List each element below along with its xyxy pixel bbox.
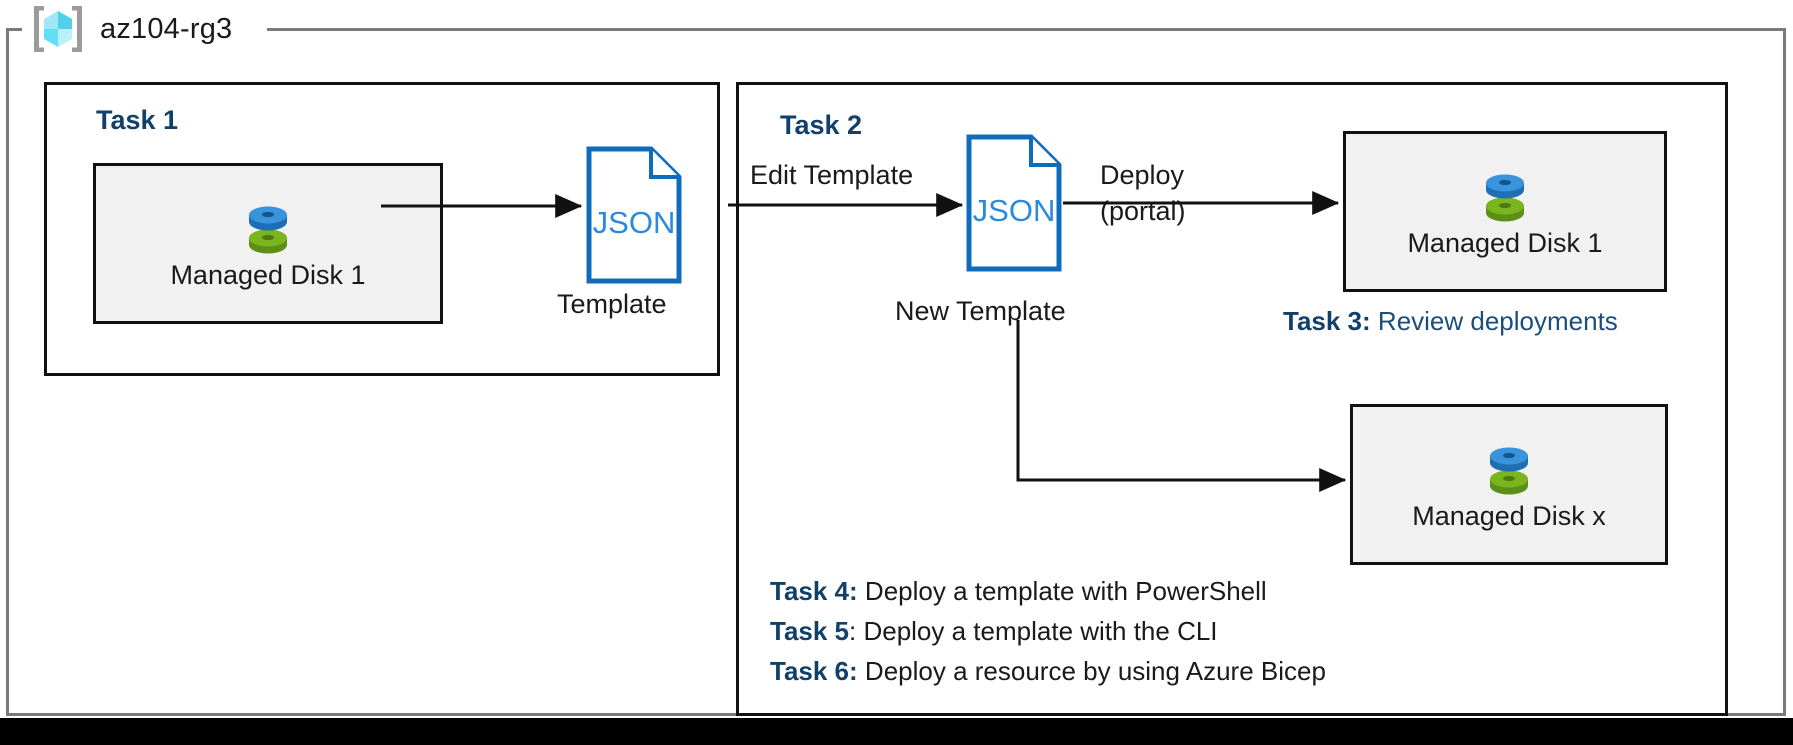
task-1-heading: Task 1 [96,105,179,135]
resource-card-label: Managed Disk x [1412,500,1606,531]
json-document-icon: JSON [966,134,1062,272]
svg-text:JSON: JSON [973,193,1056,228]
deploy-arrow-sublabel: (portal) [1100,196,1186,226]
note-task-4-key: Task 4: [770,576,858,606]
note-task-3: Task 3: Review deployments [1283,308,1618,334]
note-task-5: Task 5: Deploy a template with the CLI [770,618,1218,644]
resource-card-label: Managed Disk 1 [170,259,366,290]
note-task-5-text: : Deploy a template with the CLI [849,616,1218,646]
svg-text:JSON: JSON [593,205,676,240]
resource-group-name: az104-rg3 [100,12,233,45]
resource-group-header: az104-rg3 [30,2,232,56]
note-task-6-key: Task 6: [770,656,858,686]
bottom-black-band [0,718,1793,745]
note-task-5-key: Task 5 [770,616,850,646]
new-template-caption: New Template [895,296,1066,326]
managed-disk-icon [1490,447,1528,495]
note-task-3-key: Task 3: [1283,306,1371,336]
managed-disk-icon [249,206,287,254]
template-caption: Template [557,289,667,319]
resource-card-label: Managed Disk 1 [1407,227,1603,258]
resource-group-label-gap [22,18,267,40]
json-template-icon-1[interactable]: JSON [585,145,683,285]
json-document-icon: JSON [586,146,682,284]
note-task-6: Task 6: Deploy a resource by using Azure… [770,658,1326,684]
managed-disk-icon [1486,174,1524,222]
note-task-3-text: Review deployments [1370,306,1618,336]
note-task-4-text: Deploy a template with PowerShell [857,576,1267,606]
azure-resource-group-cube-icon [34,6,82,52]
resource-card-managed-disk-1[interactable]: Managed Disk 1 [93,163,443,324]
note-task-6-text: Deploy a resource by using Azure Bicep [857,656,1326,686]
edit-template-arrow-label: Edit Template [750,160,914,190]
resource-card-managed-disk-deployed[interactable]: Managed Disk 1 [1343,131,1667,292]
note-task-4: Task 4: Deploy a template with PowerShel… [770,578,1267,604]
json-template-icon-2[interactable]: JSON [965,133,1063,273]
resource-card-managed-disk-x[interactable]: Managed Disk x [1350,404,1668,565]
task-2-heading: Task 2 [780,110,863,140]
deploy-arrow-label: Deploy [1100,160,1185,190]
